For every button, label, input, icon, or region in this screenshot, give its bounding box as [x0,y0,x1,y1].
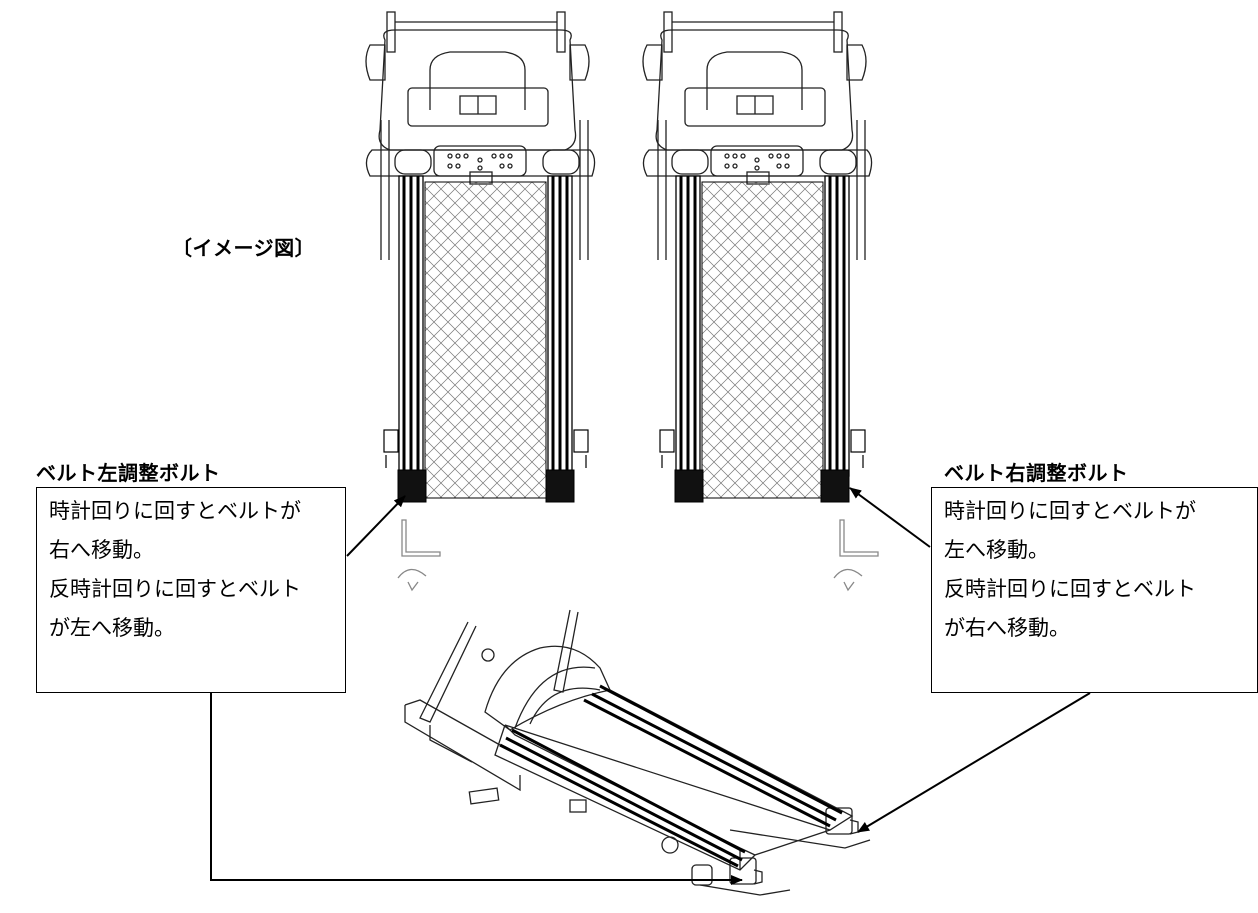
right-bolt-instruction-box: 時計回りに回すとベルトが 左へ移動。 反時計回りに回すとベルト が右へ移動。 [931,487,1258,693]
image-caption: 〔イメージ図〕 [172,236,316,260]
left-bolt-heading: ベルト左調整ボルト [36,461,221,485]
left-instruction-line: 時計回りに回すとベルトが [49,499,301,523]
treadmill-top-view-right [642,11,873,260]
right-instruction-line: が右へ移動。 [944,616,1070,640]
callout-arrows [210,487,1091,885]
treadmill-perspective-view [404,609,871,896]
hex-wrench-icon-right [839,519,879,557]
left-instruction-line: 反時計回りに回すとベルト [49,577,301,601]
rotate-arrow-icon-left [397,568,427,592]
left-instruction-line: 右へ移動。 [49,538,154,562]
right-instruction-line: 時計回りに回すとベルトが [944,499,1196,523]
right-bolt-heading: ベルト右調整ボルト [944,461,1129,485]
right-instruction-line: 左へ移動。 [944,538,1049,562]
belt-rails-left-unit [383,175,589,503]
left-instruction-line: が左へ移動。 [49,616,175,640]
hex-wrench-icon-left [401,519,441,557]
belt-rails-perspective [499,684,843,868]
right-instruction-line: 反時計回りに回すとベルト [944,577,1196,601]
treadmill-top-view-left [365,11,596,260]
left-bolt-instruction-box: 時計回りに回すとベルトが 右へ移動。 反時計回りに回すとベルト が左へ移動。 [36,487,346,693]
belt-rails-right-unit [659,175,866,503]
rotate-arrow-icon-right [833,568,863,592]
